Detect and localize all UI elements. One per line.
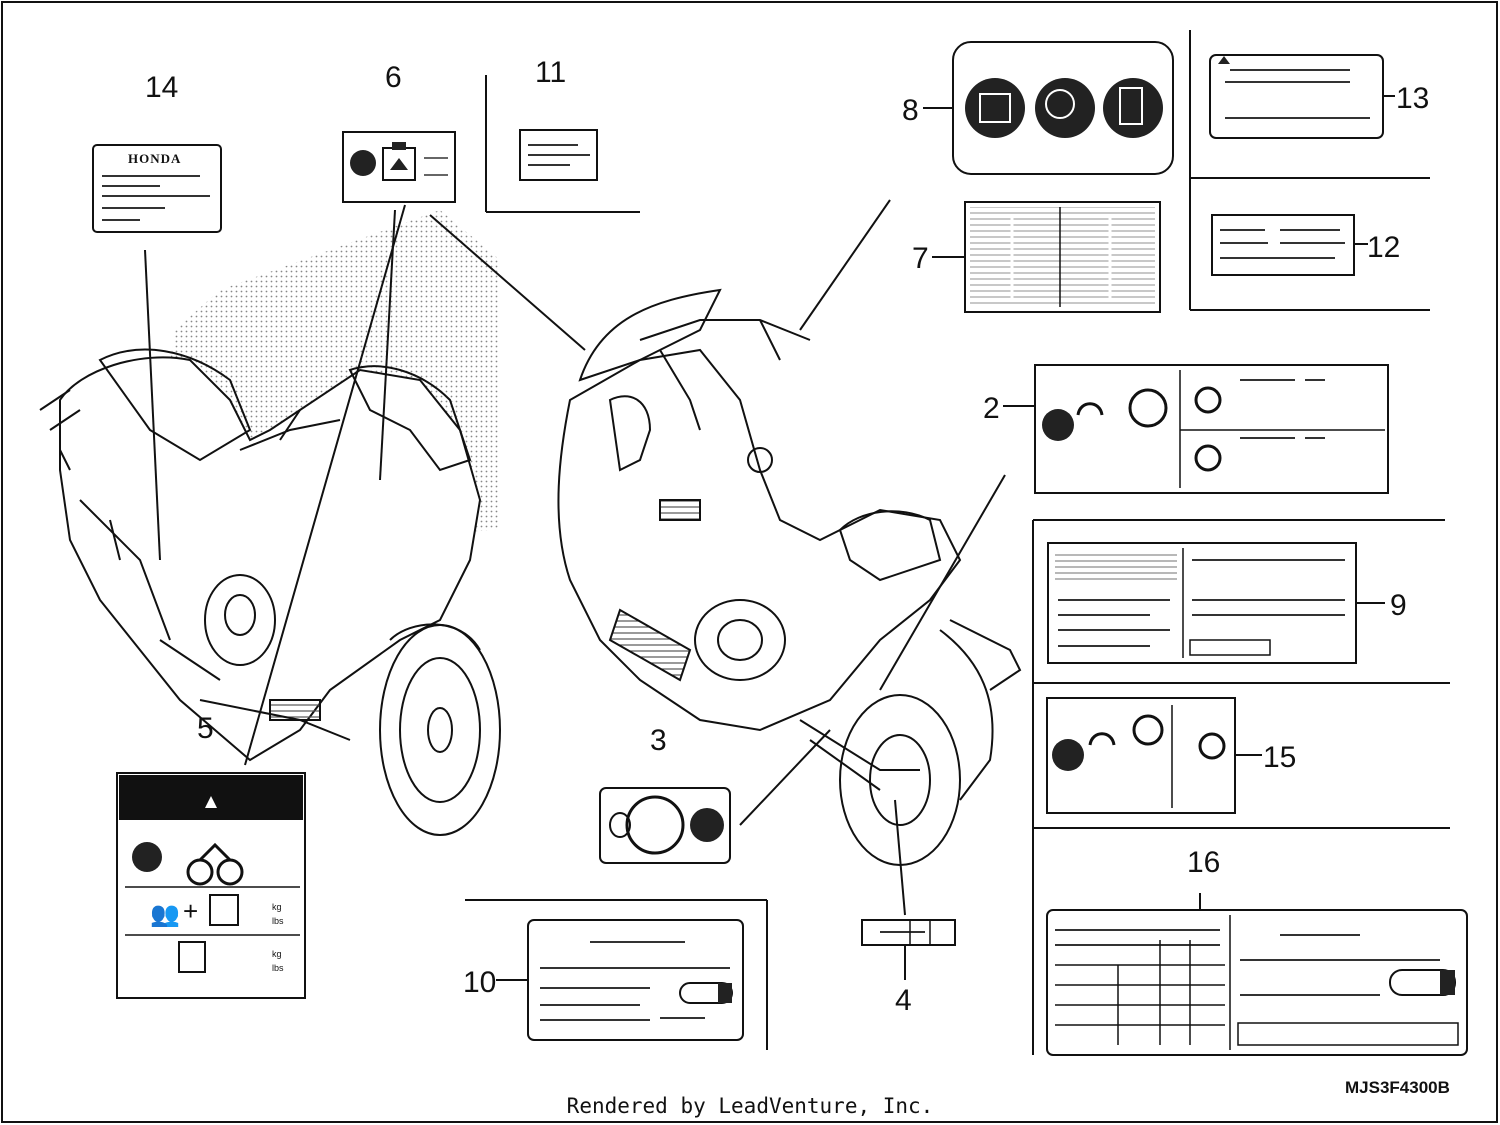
footer-credit: Rendered by LeadVenture, Inc.	[567, 1094, 934, 1118]
motorcycle-icon	[1128, 388, 1168, 428]
label-6-luggage	[342, 131, 456, 203]
callout-14: 14	[145, 71, 178, 104]
callout-7: 7	[912, 242, 929, 275]
helmet-icon	[1035, 78, 1095, 138]
label-14-honda-plate: HONDA	[92, 144, 222, 233]
callout-4: 4	[895, 984, 912, 1017]
label-16	[1046, 893, 1468, 1056]
manual-icon	[132, 842, 162, 872]
callout-12: 12	[1367, 231, 1400, 264]
manual-icon	[1052, 739, 1084, 771]
label-4	[861, 919, 956, 946]
lbs-mark-1: lbs	[272, 916, 284, 926]
leader-lines	[144, 199, 1006, 980]
label-13	[1209, 54, 1395, 139]
callout-3: 3	[650, 724, 667, 757]
label-3	[599, 787, 731, 864]
label-15	[1046, 697, 1262, 814]
section-dividers	[465, 30, 1450, 1055]
manual-icon	[690, 808, 724, 842]
lamp-icon	[625, 795, 685, 855]
callout-10: 10	[463, 966, 496, 999]
label-2-tire-pressure	[1003, 364, 1389, 494]
label-12	[1211, 214, 1368, 276]
owner-manual-icon	[965, 78, 1025, 138]
callout-2: 2	[983, 392, 1000, 425]
label-9	[1047, 542, 1385, 664]
scooter-left-illustration	[39, 210, 501, 836]
kg-mark-2: kg	[272, 949, 282, 959]
callout-9: 9	[1390, 589, 1407, 622]
label-11-area	[485, 75, 640, 213]
riders-icon: 👥	[150, 901, 180, 928]
lamp-icon	[1198, 732, 1226, 760]
label-8-warning-icons	[923, 41, 1174, 175]
label-5-load-warning: 👥 + kg lbs kg lbs	[116, 772, 306, 999]
tire-icon	[1076, 402, 1104, 416]
callout-15: 15	[1263, 741, 1296, 774]
label-7-table	[932, 201, 1161, 313]
fuel-icon	[1103, 78, 1163, 138]
manual-icon	[1042, 409, 1074, 441]
scooter-right-illustration	[557, 288, 1022, 866]
tire-icon	[1088, 732, 1116, 746]
callout-11: 11	[535, 56, 566, 89]
luggage-icon	[178, 941, 206, 973]
luggage-icon	[209, 894, 239, 926]
callout-13: 13	[1396, 82, 1429, 115]
callout-6: 6	[385, 61, 402, 94]
motorcycle-icon	[1132, 714, 1164, 746]
diagram-code: MJS3F4300B	[1345, 1078, 1450, 1097]
callout-5: 5	[197, 712, 214, 745]
callout-16: 16	[1187, 846, 1220, 879]
lbs-mark-2: lbs	[272, 963, 284, 973]
kg-mark-1: kg	[272, 902, 282, 912]
label-10	[496, 919, 744, 1041]
manual-icon	[350, 150, 376, 176]
honda-brand-text: HONDA	[128, 151, 181, 166]
callout-8: 8	[902, 94, 919, 127]
svg-text:+: +	[183, 896, 198, 926]
